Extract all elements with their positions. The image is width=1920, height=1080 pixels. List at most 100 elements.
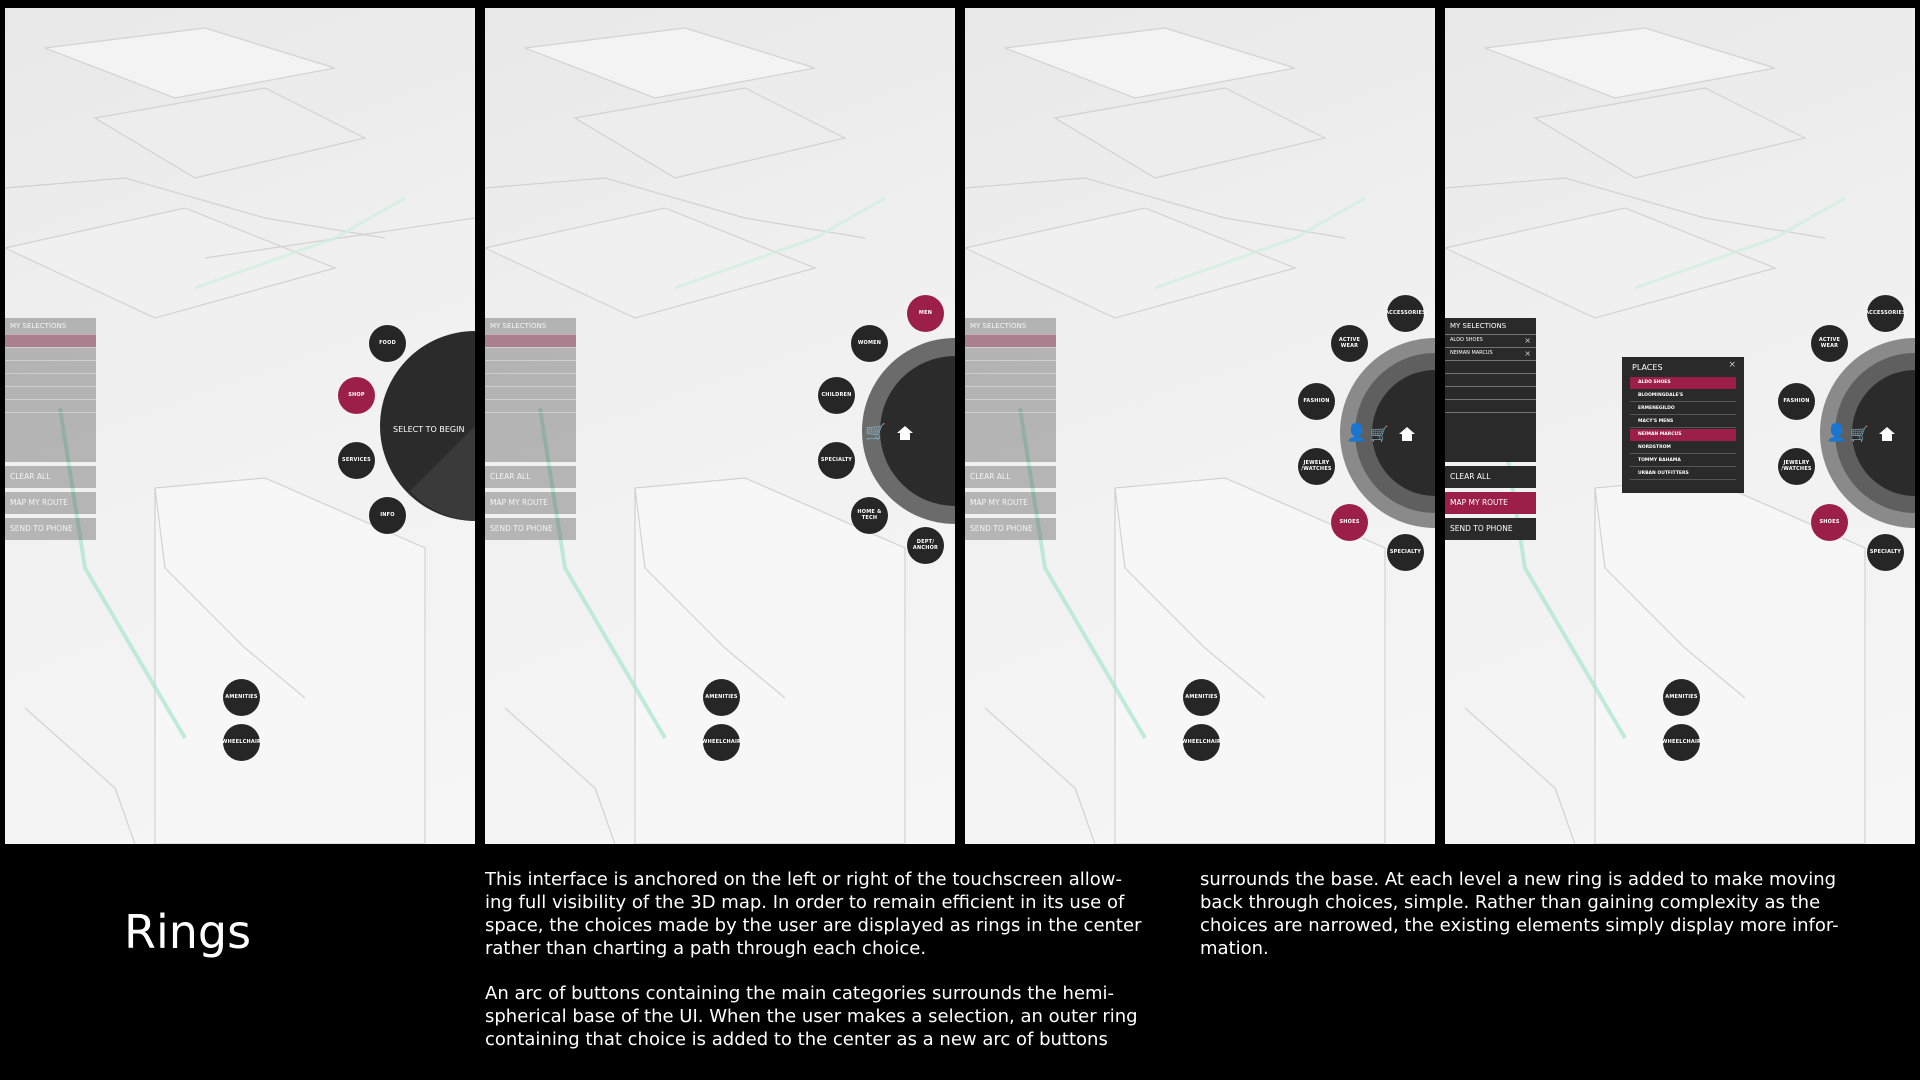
list-item[interactable] <box>965 399 1056 412</box>
list-item[interactable]: NEIMAN MARCUS <box>1630 429 1736 441</box>
list-item[interactable] <box>5 399 96 412</box>
amenities-button[interactable]: AMENITIES <box>1183 679 1220 716</box>
list-item[interactable]: ALDO SHOES× <box>1445 334 1536 347</box>
map-3d <box>485 27 906 844</box>
list-item[interactable] <box>485 360 576 373</box>
send-to-phone-button[interactable]: SEND TO PHONE <box>965 518 1056 540</box>
food-button[interactable]: FOOD <box>369 325 406 362</box>
center-hemisphere[interactable] <box>380 331 475 521</box>
clear-all-button[interactable]: CLEAR ALL <box>1445 466 1536 488</box>
list-item[interactable] <box>485 399 576 412</box>
home-icon[interactable] <box>896 425 914 441</box>
jewelry-watches-button[interactable]: JEWELRY /WATCHES <box>1778 448 1815 485</box>
list-item[interactable] <box>5 347 96 360</box>
children-button[interactable]: CHILDREN <box>818 377 855 414</box>
list-item[interactable] <box>1445 373 1536 386</box>
accessories-button[interactable]: ACCESSORIES <box>1385 295 1426 332</box>
home-icon[interactable] <box>1878 426 1896 442</box>
wheelchair-button[interactable]: WHEELCHAIR <box>1182 724 1221 761</box>
map-3d <box>1445 27 1866 844</box>
dept-anchor-button[interactable]: DEPT/ ANCHOR <box>907 527 944 564</box>
women-button[interactable]: WOMEN <box>851 325 888 362</box>
list-item[interactable]: URBAN OUTFITTERS <box>1630 468 1736 480</box>
list-item[interactable]: MACY'S MENS <box>1630 416 1736 428</box>
shoes-button[interactable]: SHOES <box>1811 504 1848 541</box>
map-my-route-button[interactable]: MAP MY ROUTE <box>1445 492 1536 514</box>
list-item[interactable] <box>5 386 96 399</box>
list-item[interactable] <box>965 386 1056 399</box>
send-to-phone-button[interactable]: SEND TO PHONE <box>5 518 96 540</box>
list-item[interactable] <box>485 334 576 347</box>
selections-sidebar: MY SELECTIONS CLEAR ALL MAP MY ROUTE SEN… <box>485 318 576 540</box>
amenities-button[interactable]: AMENITIES <box>1663 679 1700 716</box>
specialty-button[interactable]: SPECIALTY <box>1387 534 1424 571</box>
person-icon: 👤 <box>1826 423 1848 443</box>
active-wear-button[interactable]: ACTIVE WEAR <box>1811 325 1848 362</box>
list-item[interactable] <box>1445 360 1536 373</box>
list-item[interactable]: TOMMY BAHAMA <box>1630 455 1736 467</box>
list-item[interactable] <box>5 373 96 386</box>
caption-line: back through choices, simple. Rather tha… <box>1200 892 1821 913</box>
send-to-phone-button[interactable]: SEND TO PHONE <box>485 518 576 540</box>
list-item[interactable] <box>1445 386 1536 399</box>
my-selections-header: MY SELECTIONS <box>5 318 96 334</box>
amenities-button[interactable]: AMENITIES <box>703 679 740 716</box>
map-my-route-button[interactable]: MAP MY ROUTE <box>485 492 576 514</box>
selection-label: NEIMAN MARCUS <box>1450 350 1493 356</box>
shop-button[interactable]: SHOP <box>338 377 375 414</box>
home-tech-button[interactable]: HOME & TECH <box>851 497 888 534</box>
clear-all-button[interactable]: CLEAR ALL <box>485 466 576 488</box>
list-item[interactable] <box>5 412 96 425</box>
panel-men: MY SELECTIONS CLEAR ALL MAP MY ROUTE SEN… <box>965 8 1435 844</box>
wheelchair-button[interactable]: WHEELCHAIR <box>222 724 261 761</box>
specialty-button[interactable]: SPECIALTY <box>818 442 855 479</box>
men-button[interactable]: MEN <box>907 295 944 332</box>
list-item[interactable] <box>485 373 576 386</box>
list-item[interactable] <box>485 386 576 399</box>
selections-sidebar: MY SELECTIONS CLEAR ALL MAP MY ROUTE SEN… <box>965 318 1056 540</box>
wheelchair-button[interactable]: WHEELCHAIR <box>702 724 741 761</box>
jewelry-watches-button[interactable]: JEWELRY /WATCHES <box>1298 448 1335 485</box>
specialty-button[interactable]: SPECIALTY <box>1867 534 1904 571</box>
home-icon[interactable] <box>1398 426 1416 442</box>
list-item[interactable] <box>965 334 1056 347</box>
list-item[interactable] <box>965 373 1056 386</box>
send-to-phone-button[interactable]: SEND TO PHONE <box>1445 518 1536 540</box>
close-icon[interactable]: × <box>1524 336 1531 345</box>
list-item[interactable]: ERMENEGILDO <box>1630 403 1736 415</box>
list-item[interactable]: ALDO SHOES <box>1630 377 1736 389</box>
close-icon[interactable]: × <box>1524 349 1531 358</box>
list-item[interactable] <box>1445 412 1536 425</box>
panel-select-to-begin: MY SELECTIONS CLEAR ALL MAP MY ROUTE SEN… <box>5 8 475 844</box>
accessories-button[interactable]: ACCESSORIES <box>1865 295 1906 332</box>
list-item[interactable] <box>965 347 1056 360</box>
map-my-route-button[interactable]: MAP MY ROUTE <box>5 492 96 514</box>
list-item[interactable]: NORDSTROM <box>1630 442 1736 454</box>
list-item[interactable] <box>485 412 576 425</box>
list-item[interactable]: BLOOMINGDALE'S <box>1630 390 1736 402</box>
list-item[interactable] <box>965 360 1056 373</box>
map-3d <box>965 27 1386 844</box>
active-wear-button[interactable]: ACTIVE WEAR <box>1331 325 1368 362</box>
amenities-button[interactable]: AMENITIES <box>223 679 260 716</box>
list-item[interactable] <box>965 412 1056 425</box>
selections-sidebar: MY SELECTIONS ALDO SHOES× NEIMAN MARCUS×… <box>1445 318 1536 540</box>
fashion-button[interactable]: FASHION <box>1778 383 1815 420</box>
close-icon[interactable]: × <box>1728 360 1736 370</box>
caption-line: This interface is anchored on the left o… <box>485 869 1122 890</box>
map-my-route-button[interactable]: MAP MY ROUTE <box>965 492 1056 514</box>
info-button[interactable]: INFO <box>369 497 406 534</box>
list-item[interactable] <box>5 334 96 347</box>
select-to-begin-label: SELECT TO BEGIN <box>393 425 465 434</box>
wheelchair-button[interactable]: WHEELCHAIR <box>1662 724 1701 761</box>
my-selections-header: MY SELECTIONS <box>965 318 1056 334</box>
list-item[interactable] <box>5 360 96 373</box>
clear-all-button[interactable]: CLEAR ALL <box>5 466 96 488</box>
list-item[interactable] <box>1445 399 1536 412</box>
shoes-button[interactable]: SHOES <box>1331 504 1368 541</box>
list-item[interactable] <box>485 347 576 360</box>
clear-all-button[interactable]: CLEAR ALL <box>965 466 1056 488</box>
services-button[interactable]: SERVICES <box>338 442 375 479</box>
fashion-button[interactable]: FASHION <box>1298 383 1335 420</box>
list-item[interactable]: NEIMAN MARCUS × <box>1445 347 1536 360</box>
